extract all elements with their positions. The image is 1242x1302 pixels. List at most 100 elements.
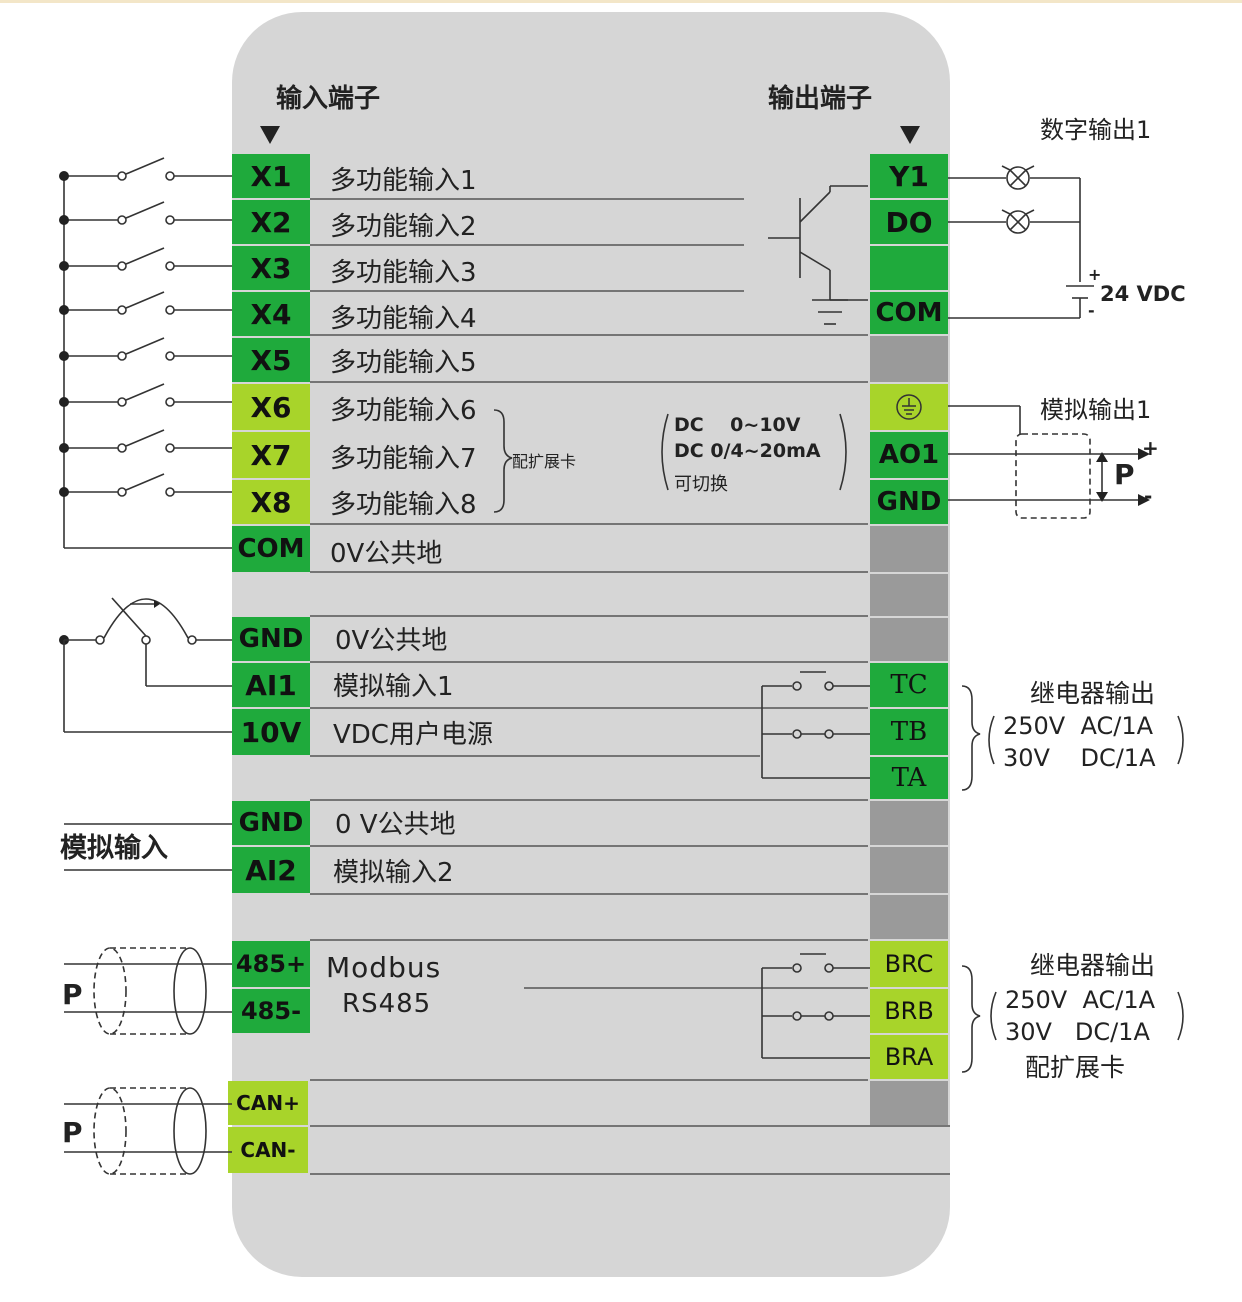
junction-dots bbox=[59, 171, 69, 645]
terminal-gnd-out: GND bbox=[870, 480, 948, 524]
terminal-x3: X3 bbox=[232, 246, 310, 290]
terminal-10v: 10V bbox=[232, 709, 310, 755]
label-gnd-2: 0 V公共地 bbox=[335, 810, 456, 840]
can-shielded-cable bbox=[64, 1087, 232, 1175]
terminal-x2: X2 bbox=[232, 200, 310, 244]
terminal-blank bbox=[870, 246, 948, 290]
terminal-panel bbox=[232, 12, 950, 1277]
label-rs485: RS485 bbox=[342, 989, 432, 1019]
header-arrows bbox=[260, 126, 920, 144]
battery-minus-mark: - bbox=[1088, 301, 1095, 320]
shield-p-label-1: P bbox=[62, 978, 83, 1011]
digital-output-wiring bbox=[948, 165, 1094, 319]
label-x5: 多功能输入5 bbox=[330, 348, 477, 378]
relay-output-2-card: 配扩展卡 bbox=[1025, 1053, 1126, 1082]
ao-minus-sign: - bbox=[1144, 484, 1153, 508]
relay-output-2-rating-dc: 30V DC/1A bbox=[1005, 1018, 1150, 1046]
terminal-y1: Y1 bbox=[870, 154, 948, 198]
terminal-bra: BRA bbox=[870, 1035, 948, 1079]
terminal-can-plus: CAN+ bbox=[228, 1081, 308, 1125]
vdc24-label: 24 VDC bbox=[1100, 282, 1186, 306]
terminal-gnd-1: GND bbox=[232, 617, 310, 661]
ao-range-1: DC 0~10V bbox=[674, 414, 801, 436]
ao-switchable: 可切换 bbox=[674, 474, 728, 495]
label-ai2: 模拟输入2 bbox=[333, 858, 454, 888]
terminal-gray-1 bbox=[870, 336, 948, 382]
terminal-brc: BRC bbox=[870, 941, 948, 987]
digital-output-title: 数字输出1 bbox=[1040, 116, 1152, 144]
label-x1: 多功能输入1 bbox=[330, 166, 477, 196]
shield-p-label-3: P bbox=[1114, 458, 1135, 491]
analog-output-title: 模拟输出1 bbox=[1040, 396, 1152, 424]
terminal-485-minus: 485- bbox=[232, 989, 310, 1033]
analog-input-title: 模拟输入 bbox=[60, 833, 168, 864]
label-x7: 多功能输入7 bbox=[330, 444, 477, 474]
relay-2-contacts bbox=[761, 953, 1184, 1073]
terminal-do: DO bbox=[870, 200, 948, 244]
relay-output-1-title: 继电器输出 bbox=[1030, 679, 1156, 708]
label-10v: VDC用户电源 bbox=[333, 720, 493, 750]
battery-plus-mark: + bbox=[1088, 265, 1101, 284]
output-terminals-header: 输出端子 bbox=[768, 84, 873, 114]
label-com: 0V公共地 bbox=[330, 539, 443, 569]
terminal-gray-2 bbox=[870, 526, 948, 572]
terminal-gray-6 bbox=[870, 847, 948, 893]
terminal-ai1: AI1 bbox=[232, 663, 310, 707]
transistor-icon bbox=[768, 185, 868, 325]
terminal-gray-5 bbox=[870, 801, 948, 845]
potentiometer-arrow bbox=[154, 600, 160, 608]
ao-range-parens bbox=[661, 413, 847, 491]
input-terminals-header: 输入端子 bbox=[276, 84, 381, 114]
terminal-x7: X7 bbox=[232, 432, 310, 478]
terminal-x1: X1 bbox=[232, 154, 310, 198]
terminal-ao1: AO1 bbox=[870, 432, 948, 478]
terminal-gray-7 bbox=[870, 895, 948, 939]
terminal-gray-3 bbox=[870, 574, 948, 616]
label-gnd-1: 0V公共地 bbox=[335, 626, 448, 656]
label-modbus: Modbus bbox=[326, 951, 442, 984]
potentiometer bbox=[63, 597, 232, 733]
row-separators bbox=[310, 198, 950, 1175]
label-x8: 多功能输入8 bbox=[330, 490, 477, 520]
terminal-tc: TC bbox=[870, 663, 948, 707]
analog-input-2-wires bbox=[64, 823, 232, 871]
input-switches bbox=[63, 157, 232, 549]
terminal-gray-4 bbox=[870, 618, 948, 661]
label-x6: 多功能输入6 bbox=[330, 396, 477, 426]
terminal-x8: X8 bbox=[232, 480, 310, 524]
relay-1-contacts bbox=[761, 671, 1184, 791]
analog-output-wiring bbox=[948, 405, 1138, 519]
label-x2: 多功能输入2 bbox=[330, 212, 477, 242]
terminal-ai2: AI2 bbox=[232, 847, 310, 893]
label-ai1: 模拟输入1 bbox=[333, 672, 454, 702]
label-x3: 多功能输入3 bbox=[330, 258, 477, 288]
terminal-com-out: COM bbox=[870, 292, 948, 334]
terminal-x6: X6 bbox=[232, 384, 310, 430]
relay-output-1-rating-ac: 250V AC/1A bbox=[1003, 712, 1154, 740]
rs485-shielded-cable bbox=[64, 947, 232, 1035]
terminal-pe bbox=[870, 384, 948, 430]
terminal-ta: TA bbox=[870, 757, 948, 799]
relay-output-2-rating-ac: 250V AC/1A bbox=[1005, 986, 1156, 1014]
shield-p-label-2: P bbox=[62, 1116, 83, 1149]
analog-output-arrows bbox=[1096, 448, 1150, 506]
terminal-can-minus: CAN- bbox=[228, 1127, 308, 1173]
terminal-com: COM bbox=[232, 526, 310, 572]
terminal-gray-8 bbox=[870, 1081, 948, 1125]
relay-output-2-title: 继电器输出 bbox=[1030, 951, 1156, 980]
terminal-x4: X4 bbox=[232, 292, 310, 336]
top-border bbox=[0, 0, 1242, 3]
terminal-brb: BRB bbox=[870, 989, 948, 1033]
ao-range-2: DC 0/4~20mA bbox=[674, 440, 821, 462]
terminal-485-plus: 485+ bbox=[232, 941, 310, 987]
terminal-gnd-2: GND bbox=[232, 801, 310, 845]
label-x4: 多功能输入4 bbox=[330, 304, 477, 334]
ground-icon bbox=[896, 394, 922, 420]
terminal-tb: TB bbox=[870, 709, 948, 755]
terminal-x5: X5 bbox=[232, 338, 310, 382]
expansion-card-note: 配扩展卡 bbox=[512, 452, 577, 471]
relay-output-1-rating-dc: 30V DC/1A bbox=[1003, 744, 1156, 772]
expansion-brace bbox=[493, 409, 513, 513]
